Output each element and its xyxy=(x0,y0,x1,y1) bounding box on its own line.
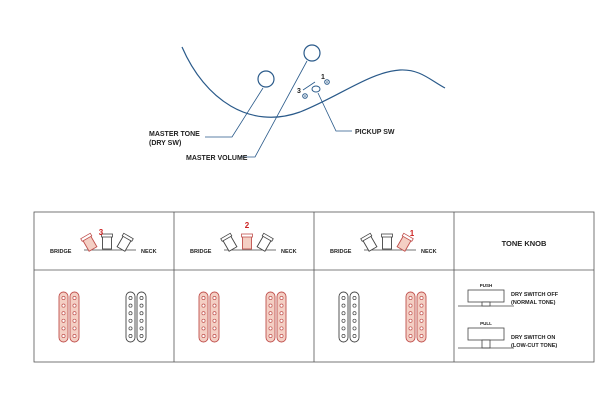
neck-label: NECK xyxy=(421,249,437,255)
switch-lever xyxy=(241,233,253,250)
position-number: 2 xyxy=(245,221,250,230)
bridge-label: BRIDGE xyxy=(330,249,352,255)
pull-label: PULL xyxy=(480,321,492,326)
pull-desc-line1: DRY SWITCH ON xyxy=(511,335,555,341)
bridge-pickup xyxy=(198,291,220,343)
master-volume-label: MASTER VOLUME xyxy=(186,155,248,162)
bridge-label: BRIDGE xyxy=(50,249,72,255)
wiring-table xyxy=(33,211,595,363)
neck-label: NECK xyxy=(141,249,157,255)
bridge-pickup xyxy=(338,291,360,343)
push-label: PUSH xyxy=(480,283,493,288)
master-tone-label: MASTER TONE xyxy=(149,131,200,138)
master-volume-leader xyxy=(240,60,308,158)
switch-position-1-label: 1 xyxy=(321,74,325,81)
switch-lever xyxy=(381,233,393,250)
neck-label: NECK xyxy=(281,249,297,255)
switch-lever xyxy=(256,232,274,252)
switch-lever xyxy=(220,232,238,252)
master-tone-knob[interactable] xyxy=(257,70,275,88)
master-tone-leader xyxy=(205,87,264,138)
switch-lever xyxy=(80,232,98,252)
tone-knob-header: TONE KNOB xyxy=(502,239,547,248)
position-2-column: BRIDGE NECK 2 xyxy=(190,221,297,343)
pickup-switch[interactable] xyxy=(302,79,330,99)
guitar-body-outline xyxy=(181,46,446,118)
neck-pickup xyxy=(265,291,287,343)
master-tone-sublabel: (DRY SW) xyxy=(149,140,181,147)
bridge-label: BRIDGE xyxy=(190,249,212,255)
push-knob-icon xyxy=(458,289,514,307)
position-1-column: BRIDGE NECK 1 xyxy=(330,229,437,343)
push-desc-line1: DRY SWITCH OFF xyxy=(511,292,559,298)
master-volume-knob[interactable] xyxy=(303,44,321,62)
switch-arrow-3 xyxy=(302,81,316,91)
pickup-sw-leader xyxy=(317,92,352,132)
switch-lever xyxy=(396,232,414,252)
pull-knob-icon xyxy=(458,327,514,349)
switch-lever xyxy=(101,233,113,250)
switch-lever xyxy=(360,232,378,252)
position-number: 3 xyxy=(99,228,104,237)
switch-lever xyxy=(116,232,134,252)
neck-pickup xyxy=(405,291,427,343)
bridge-pickup xyxy=(58,291,80,343)
neck-pickup xyxy=(125,291,147,343)
pull-desc-line2: (LOW-CUT TONE) xyxy=(511,343,557,349)
pickup-sw-label: PICKUP SW xyxy=(355,129,395,136)
position-3-column: BRIDGE NECK 3 xyxy=(50,228,157,343)
switch-position-3-label: 3 xyxy=(297,88,301,95)
position-number: 1 xyxy=(410,229,415,238)
push-desc-line2: (NORMAL TONE) xyxy=(511,300,556,306)
